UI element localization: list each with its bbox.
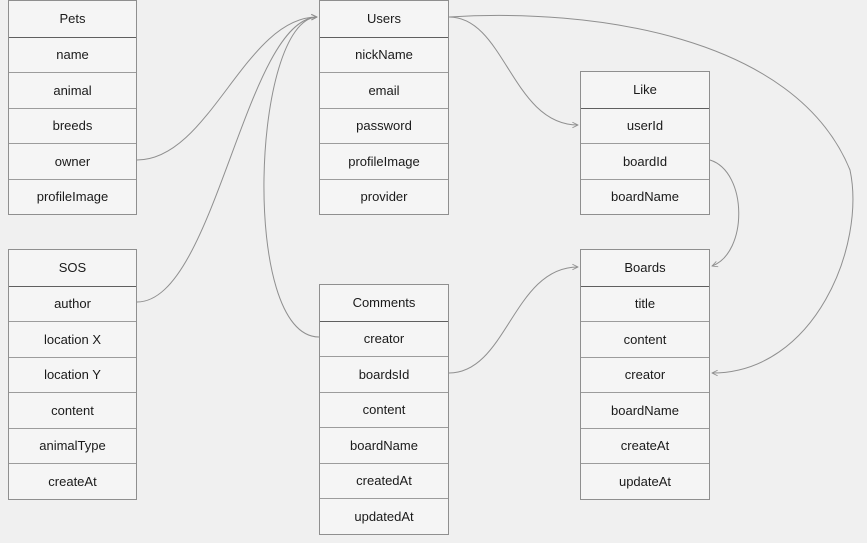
- field-row-users-profileimage[interactable]: profileImage: [320, 143, 448, 179]
- field-row-boards-boardname[interactable]: boardName: [581, 392, 709, 428]
- table-title-pets[interactable]: Pets: [59, 11, 86, 27]
- field-row-boards-updateat[interactable]: updateAt: [581, 463, 709, 499]
- field-row-pets-profileimage[interactable]: profileImage: [9, 178, 136, 215]
- field-row-sos-author[interactable]: author: [9, 285, 136, 322]
- field-row-comments-boardsid[interactable]: boardsId: [320, 356, 448, 392]
- field-row-sos-location-x[interactable]: location X: [9, 321, 136, 357]
- field-row-like-boardid[interactable]: boardId: [581, 143, 709, 179]
- field-row-pets-name[interactable]: name: [9, 36, 136, 73]
- relationship-line-users-to-boards-creator[interactable]: [448, 14, 854, 373]
- relationship-line-comments-creator-to-users[interactable]: [263, 17, 320, 338]
- relationship-line-users-to-like-userid[interactable]: [448, 16, 578, 125]
- field-row-sos-animaltype[interactable]: animalType: [9, 427, 136, 464]
- field-row-pets-owner[interactable]: owner: [9, 143, 136, 179]
- relationship-line-sos-author-to-users[interactable]: [136, 17, 317, 303]
- relationship-line-like-boardid-to-boards[interactable]: [709, 159, 740, 266]
- field-row-boards-createat[interactable]: createAt: [581, 427, 709, 464]
- table-title-comments[interactable]: Comments: [352, 295, 416, 311]
- field-row-boards-creator[interactable]: creator: [581, 356, 709, 393]
- field-row-boards-title[interactable]: title: [581, 285, 709, 322]
- field-row-comments-createdat[interactable]: createdAt: [320, 462, 448, 499]
- field-row-like-userid[interactable]: userId: [581, 107, 709, 144]
- field-row-sos-location-y[interactable]: location Y: [9, 356, 136, 393]
- field-row-comments-creator[interactable]: creator: [320, 320, 448, 357]
- table-title-sos[interactable]: SOS: [58, 260, 87, 276]
- field-row-sos-content[interactable]: content: [9, 392, 136, 428]
- table-title-users[interactable]: Users: [367, 11, 401, 27]
- field-row-boards-content[interactable]: content: [581, 321, 709, 357]
- field-row-comments-boardname[interactable]: boardName: [320, 427, 448, 463]
- field-row-users-email[interactable]: email: [320, 72, 448, 108]
- field-row-sos-createat[interactable]: createAt: [9, 463, 136, 499]
- field-row-comments-updatedat[interactable]: updatedAt: [320, 498, 448, 534]
- field-row-like-boardname[interactable]: boardName: [581, 178, 709, 215]
- field-row-pets-breeds[interactable]: breeds: [9, 107, 136, 144]
- table-title-like[interactable]: Like: [633, 82, 657, 98]
- field-row-users-nickname[interactable]: nickName: [320, 36, 448, 73]
- field-row-pets-animal[interactable]: animal: [9, 72, 136, 108]
- field-row-users-password[interactable]: password: [320, 107, 448, 144]
- relationship-line-pets-owner-to-users[interactable]: [136, 17, 317, 161]
- field-row-users-provider[interactable]: provider: [320, 178, 448, 215]
- field-row-comments-content[interactable]: content: [320, 391, 448, 428]
- table-title-boards[interactable]: Boards: [624, 260, 666, 276]
- relationship-line-comments-boardsid-to-boards[interactable]: [448, 267, 578, 374]
